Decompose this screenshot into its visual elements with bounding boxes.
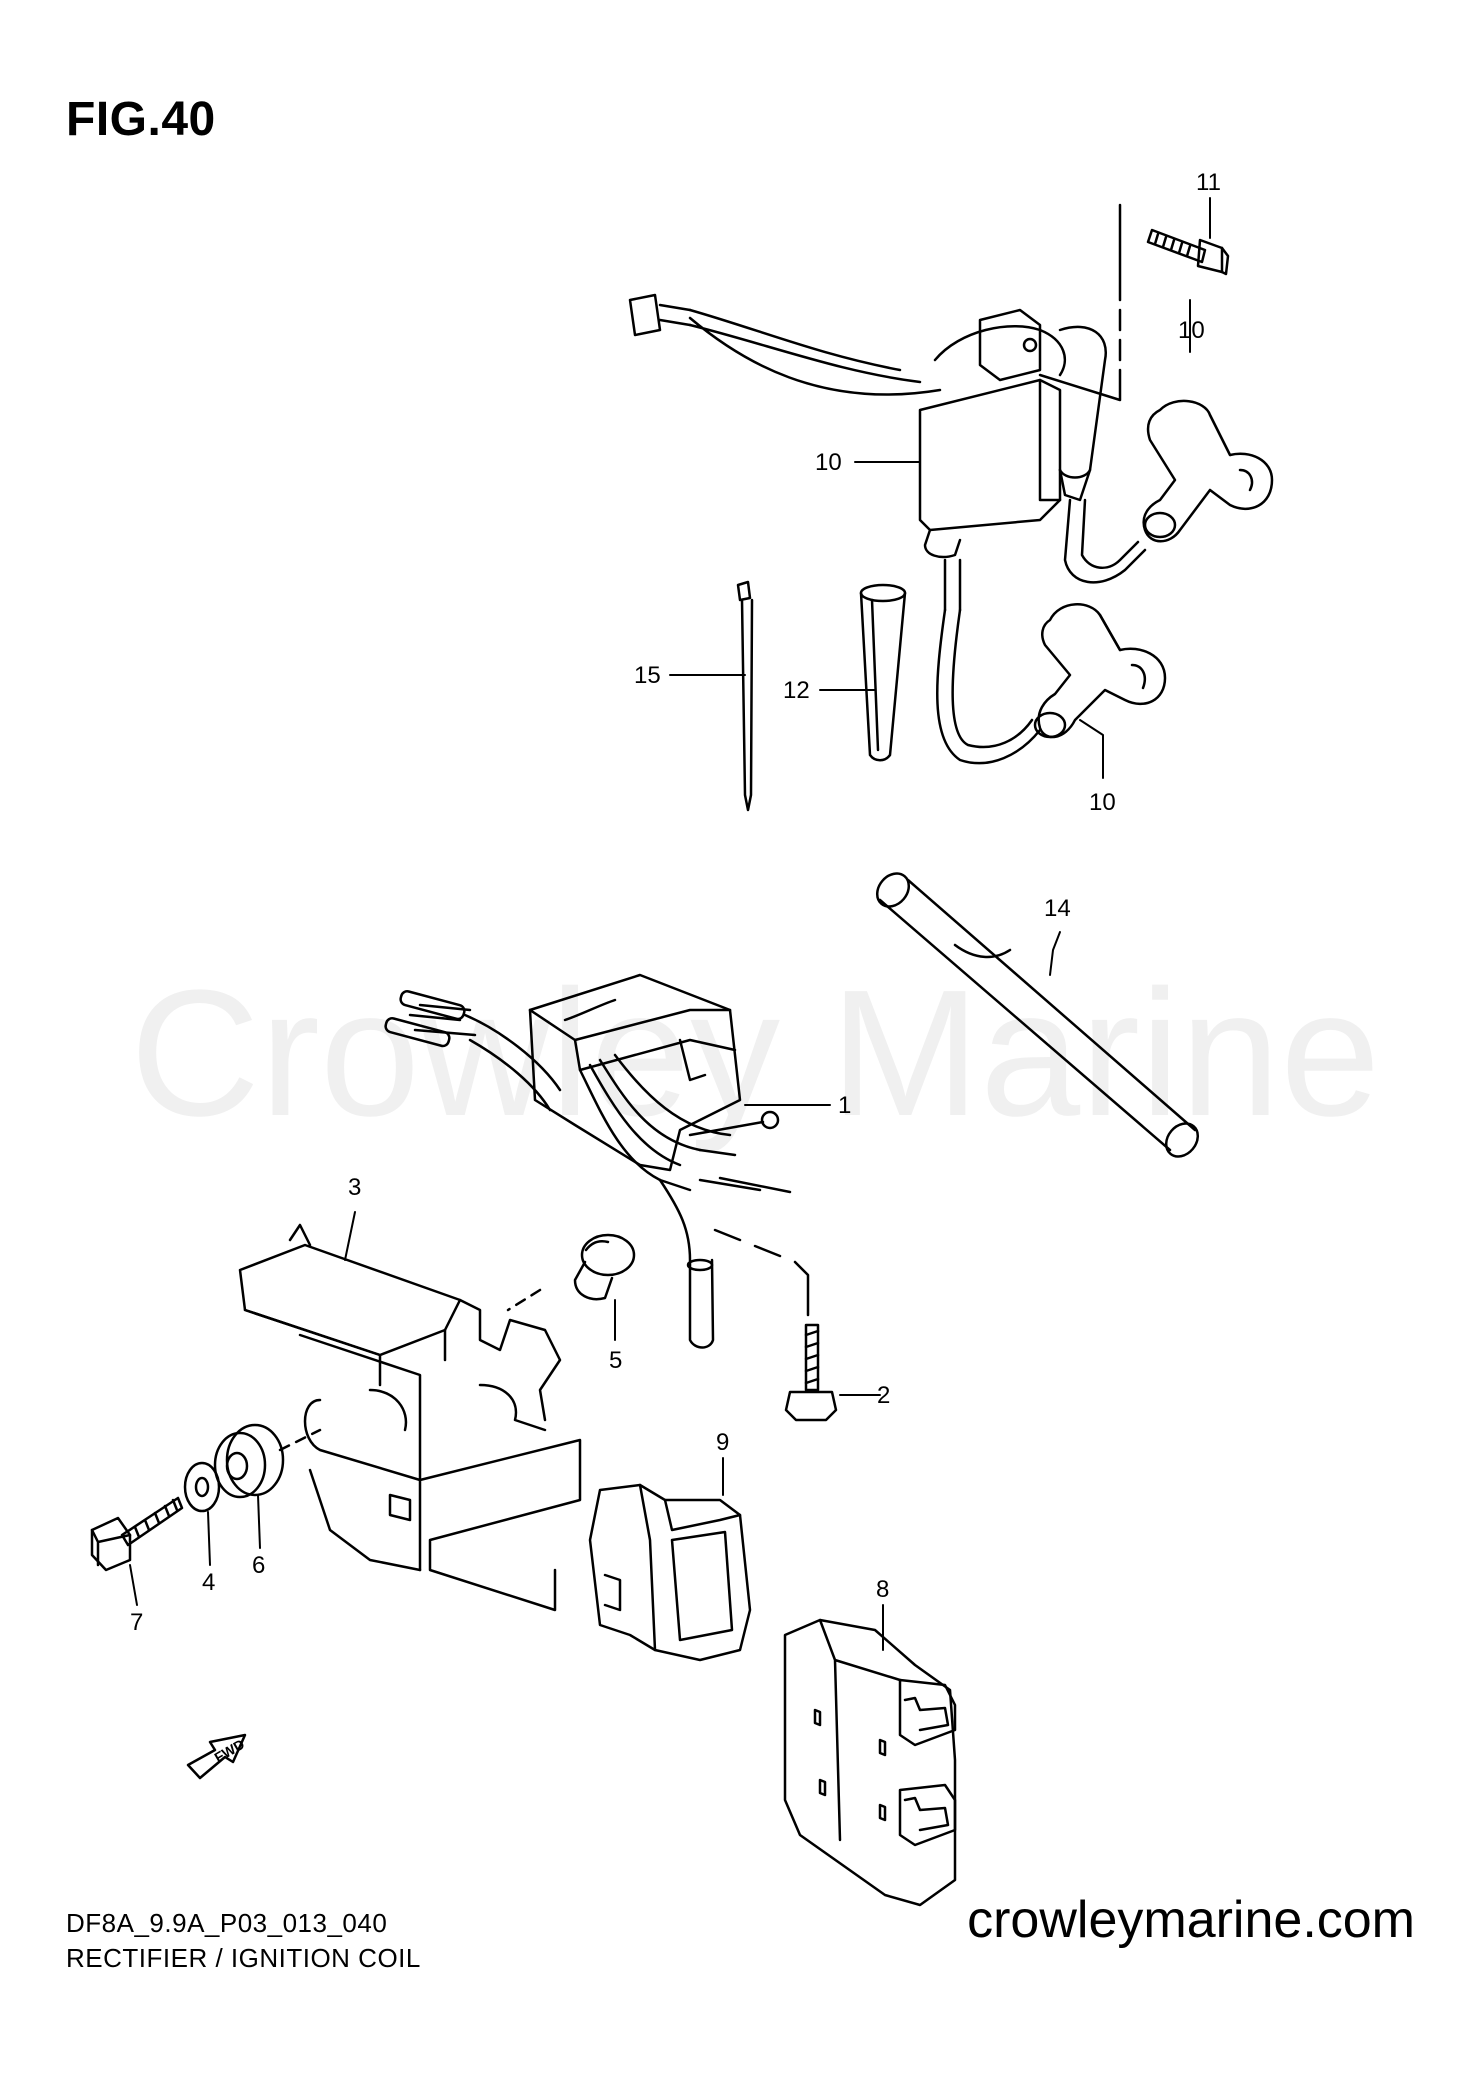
website-link[interactable]: crowleymarine.com	[967, 1891, 1415, 1949]
callout-14: 14	[1044, 895, 1071, 922]
watermark: Crowley Marine	[130, 953, 1381, 1154]
coil-lead-lower	[936, 608, 1042, 765]
callout-10-upper: 10	[1178, 317, 1205, 344]
callout-11: 10	[815, 449, 842, 476]
part-8-cdi-unit	[783, 1618, 957, 1907]
callout-5: 5	[609, 1347, 622, 1374]
part-14-sleeve	[875, 872, 1200, 1158]
callout-12: 11	[1196, 169, 1221, 196]
part-11-ignition-coil	[628, 293, 1108, 612]
callout-labels: 11 10 10 15 12 10 14 1 3 5 2 9 8 4 6 7	[130, 169, 1221, 1636]
callout-4: 4	[202, 1569, 215, 1596]
figure-title: FIG.40	[66, 93, 216, 146]
callout-3: 3	[348, 1174, 361, 1201]
diagram-caption: RECTIFIER / IGNITION COIL	[66, 1943, 421, 1973]
leader-lines	[129, 197, 1211, 1651]
coil-lead-upper	[1063, 498, 1147, 584]
part-6-grommet	[213, 1423, 322, 1499]
part-7-bolt	[90, 1496, 184, 1572]
part-10-plug-cap-lower	[1033, 603, 1167, 739]
part-10-plug-cap-upper	[1142, 399, 1274, 543]
part-1-rectifier	[384, 973, 792, 1349]
diagram-code: DF8A_9.9A_P03_013_040	[66, 1908, 388, 1938]
part-2-bolt	[713, 1228, 838, 1422]
part-15-cable-tie	[736, 580, 754, 812]
fwd-arrow-icon: FWD	[186, 1733, 247, 1780]
part-9-cover	[588, 1483, 752, 1662]
callout-1: 1	[838, 1092, 851, 1119]
callout-2: 2	[877, 1382, 890, 1409]
part-4-washer	[183, 1461, 221, 1513]
callout-6: 6	[252, 1552, 265, 1579]
part-12-bolt	[1038, 203, 1230, 402]
callout-9: 9	[716, 1429, 729, 1456]
part-3-bracket-cover	[238, 1223, 582, 1612]
callout-13: 12	[783, 677, 810, 704]
part-13-tube	[859, 583, 907, 762]
callout-7: 7	[130, 1609, 143, 1636]
callout-10-lower: 10	[1089, 789, 1116, 816]
callout-15: 15	[634, 662, 661, 689]
callout-8: 8	[876, 1576, 889, 1603]
part-5-collar	[506, 1233, 636, 1312]
